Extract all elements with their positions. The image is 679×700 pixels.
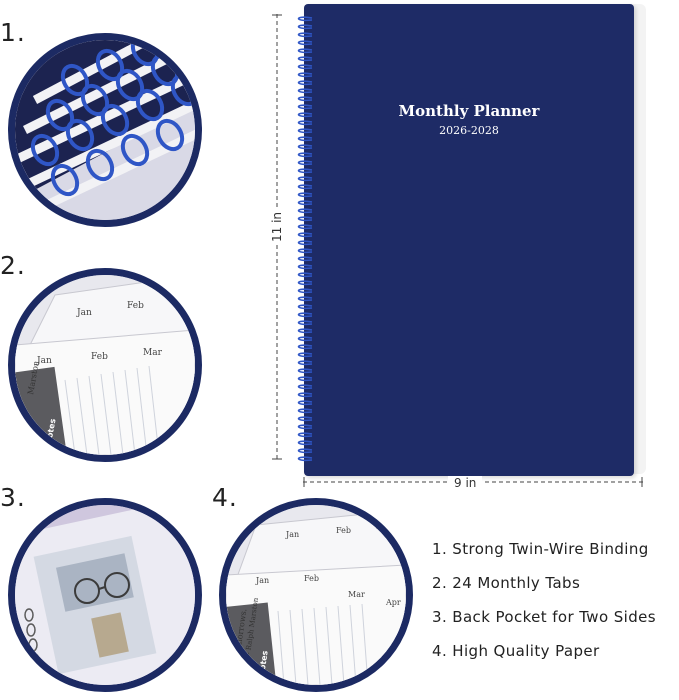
tab-label-1: Jan — [36, 356, 52, 366]
spiral-loop — [297, 184, 313, 190]
spiral-loop — [297, 80, 313, 86]
monthly-tabs-illustration: Jan Feb Jan Feb Mar Marston Notes — [15, 275, 195, 455]
paper-tabs-illustration: Jan Feb Mar Jan Feb Mar Apr tomorrows. -… — [226, 505, 406, 685]
spiral-loop — [297, 360, 313, 366]
spiral-loop — [297, 296, 313, 302]
planner-cover: Monthly Planner 2026-2028 — [304, 4, 634, 476]
spiral-loop — [297, 120, 313, 126]
paper-tab-top-2: Feb — [336, 526, 351, 535]
monthly-tabs-closeup-photo: Jan Feb Jan Feb Mar Marston Notes — [8, 268, 202, 462]
paper-tab-top-1: Jan — [285, 530, 299, 539]
spiral-loop — [297, 192, 313, 198]
planner-product: Monthly Planner 2026-2028 — [292, 4, 646, 479]
spiral-loop — [297, 136, 313, 142]
spiral-loop — [297, 24, 313, 30]
feature-item-pocket: 3. Back Pocket for Two Sides — [432, 608, 656, 626]
callout-number-3: 3. — [0, 483, 26, 512]
spiral-loop — [297, 104, 313, 110]
height-dimension-label: 11 in — [270, 210, 284, 244]
spiral-loop — [297, 416, 313, 422]
spiral-loop — [297, 248, 313, 254]
spiral-loop — [297, 112, 313, 118]
spiral-loop — [297, 64, 313, 70]
callout-number-1: 1. — [0, 18, 26, 47]
paper-tab-top-3: Mar — [376, 522, 393, 531]
spiral-loop — [297, 264, 313, 270]
spiral-loop — [297, 400, 313, 406]
spiral-loop — [297, 344, 313, 350]
feature-list: 1. Strong Twin-Wire Binding 2. 24 Monthl… — [432, 538, 656, 674]
spiral-loop — [297, 392, 313, 398]
tab-label-top-1: Jan — [76, 308, 92, 318]
spiral-loop — [297, 40, 313, 46]
spiral-loop — [297, 408, 313, 414]
paper-tab-1: Jan — [255, 576, 269, 585]
tab-label-top-2: Feb — [127, 301, 144, 311]
spiral-loop — [297, 200, 313, 206]
spiral-loop — [297, 208, 313, 214]
spiral-loop — [297, 376, 313, 382]
tab-label-2: Feb — [91, 352, 108, 362]
callout-number-4: 4. — [212, 483, 238, 512]
back-pocket-illustration — [15, 505, 195, 685]
spiral-loop — [297, 440, 313, 446]
spiral-loop — [297, 160, 313, 166]
spiral-loop — [297, 368, 313, 374]
tab-label-3: Mar — [143, 348, 163, 358]
spiral-loop — [297, 232, 313, 238]
spiral-loop — [297, 384, 313, 390]
planner-years: 2026-2028 — [439, 124, 499, 137]
spiral-loop — [297, 312, 313, 318]
spiral-loop — [297, 152, 313, 158]
back-pocket-closeup-photo — [8, 498, 202, 692]
spiral-loop — [297, 280, 313, 286]
binding-closeup-photo — [8, 33, 202, 227]
height-dimension-line — [272, 14, 282, 460]
paper-tab-4: Apr — [385, 598, 401, 607]
twin-wire-binding-illustration — [15, 40, 195, 220]
planner-title: Monthly Planner — [398, 102, 540, 120]
spiral-loop — [297, 224, 313, 230]
spiral-loop — [297, 256, 313, 262]
spiral-loop — [297, 88, 313, 94]
spiral-loop — [297, 352, 313, 358]
spiral-loop — [297, 240, 313, 246]
spiral-loop — [297, 336, 313, 342]
spiral-loop — [297, 288, 313, 294]
spiral-loop — [297, 320, 313, 326]
spiral-loop — [297, 128, 313, 134]
paper-closeup-photo: Jan Feb Mar Jan Feb Mar Apr tomorrows. -… — [219, 498, 413, 692]
feature-item-binding: 1. Strong Twin-Wire Binding — [432, 540, 649, 558]
spiral-loop — [297, 48, 313, 54]
paper-tab-3: Mar — [348, 590, 365, 599]
spiral-loop — [297, 432, 313, 438]
spiral-loop — [297, 144, 313, 150]
spiral-loop — [297, 448, 313, 454]
spiral-loop — [297, 56, 313, 62]
spiral-loop — [297, 216, 313, 222]
spiral-loop — [297, 32, 313, 38]
spiral-loop — [297, 168, 313, 174]
width-dimension-label: 9 in — [448, 476, 483, 490]
spiral-loop — [297, 424, 313, 430]
feature-item-tabs: 2. 24 Monthly Tabs — [432, 574, 581, 592]
spiral-loop — [297, 96, 313, 102]
spiral-loop — [297, 456, 313, 462]
callout-number-2: 2. — [0, 251, 26, 280]
spiral-loop — [297, 328, 313, 334]
paper-tab-2: Feb — [304, 574, 319, 583]
feature-item-paper: 4. High Quality Paper — [432, 642, 600, 660]
spiral-loop — [297, 72, 313, 78]
spiral-loop — [297, 304, 313, 310]
spiral-loop — [297, 16, 313, 22]
spiral-loop — [297, 176, 313, 182]
spiral-loop — [297, 272, 313, 278]
spiral-binding — [297, 16, 313, 462]
